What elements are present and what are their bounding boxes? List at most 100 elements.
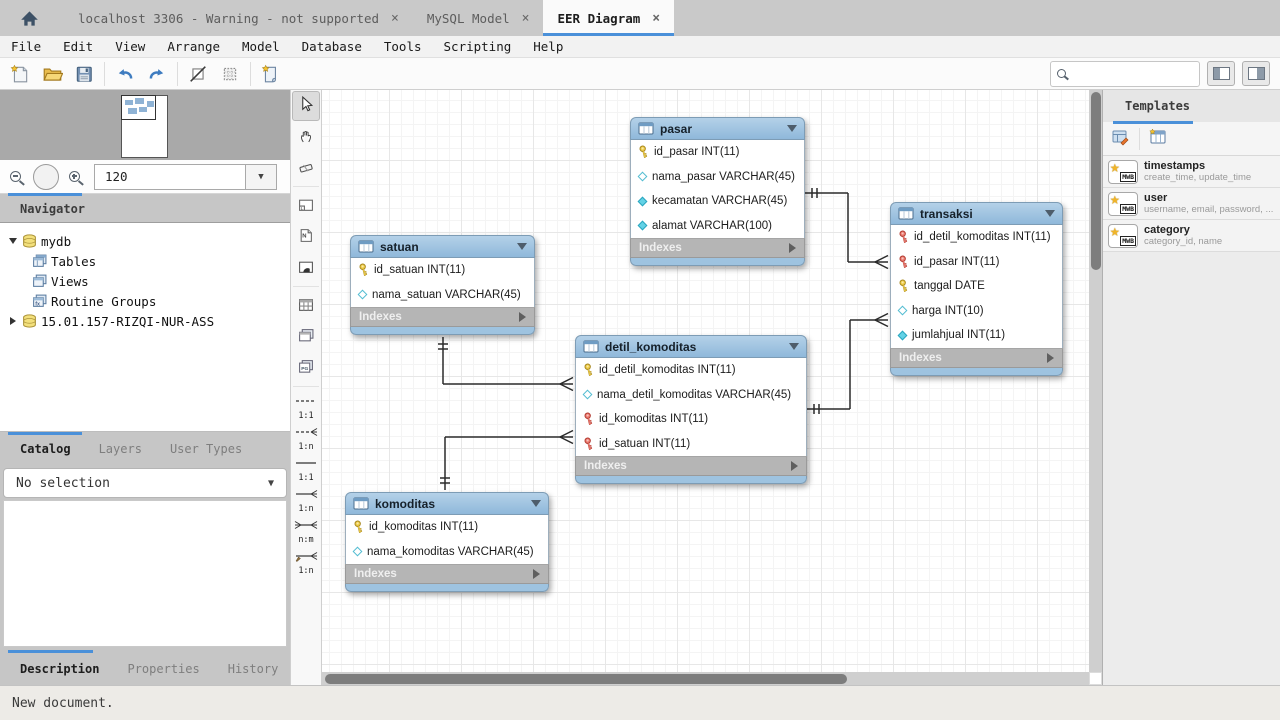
collapse-arrow-icon[interactable] bbox=[8, 317, 18, 325]
tab-history[interactable]: History bbox=[214, 662, 293, 676]
rel-1-n-identifying[interactable]: 1:n bbox=[292, 484, 320, 514]
er-table-satuan[interactable]: satuanid_satuan INT(11)nama_satuan VARCH… bbox=[350, 235, 535, 335]
redo-icon[interactable] bbox=[144, 62, 170, 86]
column-row[interactable]: id_komoditas INT(11) bbox=[576, 407, 806, 432]
menu-file[interactable]: File bbox=[0, 39, 52, 54]
tab-layers[interactable]: Layers bbox=[85, 442, 156, 456]
canvas-viewport[interactable]: pasarid_pasar INT(11)nama_pasar VARCHAR(… bbox=[322, 90, 1089, 672]
birds-eye-minimap[interactable] bbox=[0, 90, 290, 160]
minimap-viewport[interactable] bbox=[121, 95, 156, 120]
tab-user-types[interactable]: User Types bbox=[156, 442, 256, 456]
column-row[interactable]: nama_satuan VARCHAR(45) bbox=[351, 283, 534, 308]
toggle-right-panel-button[interactable] bbox=[1242, 61, 1270, 86]
collapse-triangle-icon[interactable] bbox=[1045, 210, 1055, 217]
table-header[interactable]: detil_komoditas bbox=[575, 335, 807, 358]
column-row[interactable]: id_komoditas INT(11) bbox=[346, 515, 548, 540]
vertical-scrollbar-thumb[interactable] bbox=[1091, 92, 1101, 270]
column-row[interactable]: nama_komoditas VARCHAR(45) bbox=[346, 540, 548, 565]
window-tab-mysql-model[interactable]: MySQL Model× bbox=[413, 0, 544, 36]
diagram-canvas[interactable]: pasarid_pasar INT(11)nama_pasar VARCHAR(… bbox=[322, 90, 1102, 685]
zoom-level-input[interactable]: 120 bbox=[94, 164, 246, 190]
rel-n-m-identifying[interactable]: n:m bbox=[292, 515, 320, 545]
menu-database[interactable]: Database bbox=[291, 39, 373, 54]
image-tool[interactable] bbox=[292, 253, 320, 283]
indexes-section[interactable]: Indexes bbox=[350, 307, 535, 327]
note-tool[interactable]: N bbox=[292, 222, 320, 252]
horizontal-scrollbar-thumb[interactable] bbox=[325, 674, 847, 684]
menu-scripting[interactable]: Scripting bbox=[433, 39, 523, 54]
toggle-grid-off-icon[interactable] bbox=[185, 62, 211, 86]
indexes-section[interactable]: Indexes bbox=[575, 456, 807, 476]
column-row[interactable]: id_satuan INT(11) bbox=[351, 258, 534, 283]
template-item-timestamps[interactable]: ★MWBtimestampscreate_time, update_time bbox=[1103, 156, 1280, 188]
toggle-grid-on-icon[interactable] bbox=[217, 62, 243, 86]
view-tool[interactable] bbox=[292, 322, 320, 352]
tree-node-tables[interactable]: Tables bbox=[0, 251, 290, 271]
er-table-pasar[interactable]: pasarid_pasar INT(11)nama_pasar VARCHAR(… bbox=[630, 117, 805, 266]
tree-node-views[interactable]: Views bbox=[0, 271, 290, 291]
collapse-triangle-icon[interactable] bbox=[531, 500, 541, 507]
table-tool[interactable] bbox=[292, 291, 320, 321]
column-row[interactable]: id_satuan INT(11) bbox=[576, 432, 806, 457]
close-icon[interactable]: × bbox=[391, 11, 399, 26]
column-row[interactable]: alamat VARCHAR(100) bbox=[631, 214, 804, 239]
new-template-icon[interactable] bbox=[1148, 128, 1168, 150]
rel-1-n-existing[interactable]: 1:n bbox=[292, 546, 320, 576]
tree-node-15-01-157-rizqi-nur-ass[interactable]: 15.01.157-RIZQI-NUR-ASS bbox=[0, 311, 290, 331]
rel-1-n-non-identifying[interactable]: 1:n bbox=[292, 422, 320, 452]
open-model-icon[interactable] bbox=[39, 62, 65, 86]
home-button[interactable] bbox=[0, 0, 58, 36]
pan-tool[interactable] bbox=[292, 122, 320, 152]
column-row[interactable]: id_pasar INT(11) bbox=[891, 250, 1062, 275]
indexes-section[interactable]: Indexes bbox=[345, 564, 549, 584]
zoom-dropdown-button[interactable]: ▼ bbox=[246, 164, 277, 190]
close-icon[interactable]: × bbox=[652, 11, 660, 26]
column-row[interactable]: jumlahjual INT(11) bbox=[891, 323, 1062, 348]
menu-view[interactable]: View bbox=[104, 39, 156, 54]
table-header[interactable]: komoditas bbox=[345, 492, 549, 515]
er-table-detil_komoditas[interactable]: detil_komoditasid_detil_komoditas INT(11… bbox=[575, 335, 807, 484]
table-header[interactable]: pasar bbox=[630, 117, 805, 140]
er-table-komoditas[interactable]: komoditasid_komoditas INT(11)nama_komodi… bbox=[345, 492, 549, 592]
save-model-icon[interactable] bbox=[71, 62, 97, 86]
toggle-left-panel-button[interactable] bbox=[1207, 61, 1235, 86]
undo-icon[interactable] bbox=[112, 62, 138, 86]
edit-template-icon[interactable] bbox=[1111, 128, 1131, 150]
menu-edit[interactable]: Edit bbox=[52, 39, 104, 54]
pointer-tool[interactable] bbox=[292, 91, 320, 121]
new-document-icon[interactable] bbox=[7, 62, 33, 86]
new-diagram-icon[interactable] bbox=[258, 62, 284, 86]
collapse-triangle-icon[interactable] bbox=[787, 125, 797, 132]
collapse-triangle-icon[interactable] bbox=[517, 243, 527, 250]
tab-properties[interactable]: Properties bbox=[113, 662, 213, 676]
table-header[interactable]: transaksi bbox=[890, 202, 1063, 225]
column-row[interactable]: kecamatan VARCHAR(45) bbox=[631, 189, 804, 214]
window-tab-eer-diagram[interactable]: EER Diagram× bbox=[543, 0, 674, 36]
routine-group-tool[interactable]: PG bbox=[292, 353, 320, 383]
window-tab-localhost-3306-warning-not-supported[interactable]: localhost 3306 - Warning - not supported… bbox=[64, 0, 413, 36]
template-item-user[interactable]: ★MWBuserusername, email, password, ... bbox=[1103, 188, 1280, 220]
search-input[interactable] bbox=[1050, 61, 1200, 87]
table-header[interactable]: satuan bbox=[350, 235, 535, 258]
expand-arrow-icon[interactable] bbox=[8, 238, 18, 244]
column-row[interactable]: harga INT(10) bbox=[891, 299, 1062, 324]
menu-arrange[interactable]: Arrange bbox=[156, 39, 231, 54]
indexes-section[interactable]: Indexes bbox=[630, 238, 805, 258]
menu-tools[interactable]: Tools bbox=[373, 39, 433, 54]
tree-node-mydb[interactable]: mydb bbox=[0, 231, 290, 251]
close-icon[interactable]: × bbox=[522, 11, 530, 26]
rel-1-1-identifying[interactable]: 1:1 bbox=[292, 453, 320, 483]
menu-model[interactable]: Model bbox=[231, 39, 291, 54]
tab-description[interactable]: Description bbox=[0, 662, 113, 676]
column-row[interactable]: nama_detil_komoditas VARCHAR(45) bbox=[576, 383, 806, 408]
menu-help[interactable]: Help bbox=[522, 39, 574, 54]
column-row[interactable]: id_pasar INT(11) bbox=[631, 140, 804, 165]
column-row[interactable]: id_detil_komoditas INT(11) bbox=[576, 358, 806, 383]
column-row[interactable]: id_detil_komoditas INT(11) bbox=[891, 225, 1062, 250]
layer-tool[interactable]: L bbox=[292, 191, 320, 221]
tree-node-routine-groups[interactable]: fxRoutine Groups bbox=[0, 291, 290, 311]
selection-dropdown[interactable]: No selection ▼ bbox=[3, 468, 287, 498]
column-row[interactable]: tanggal DATE bbox=[891, 274, 1062, 299]
zoom-out-icon[interactable] bbox=[10, 171, 21, 182]
zoom-in-icon[interactable] bbox=[69, 171, 80, 182]
